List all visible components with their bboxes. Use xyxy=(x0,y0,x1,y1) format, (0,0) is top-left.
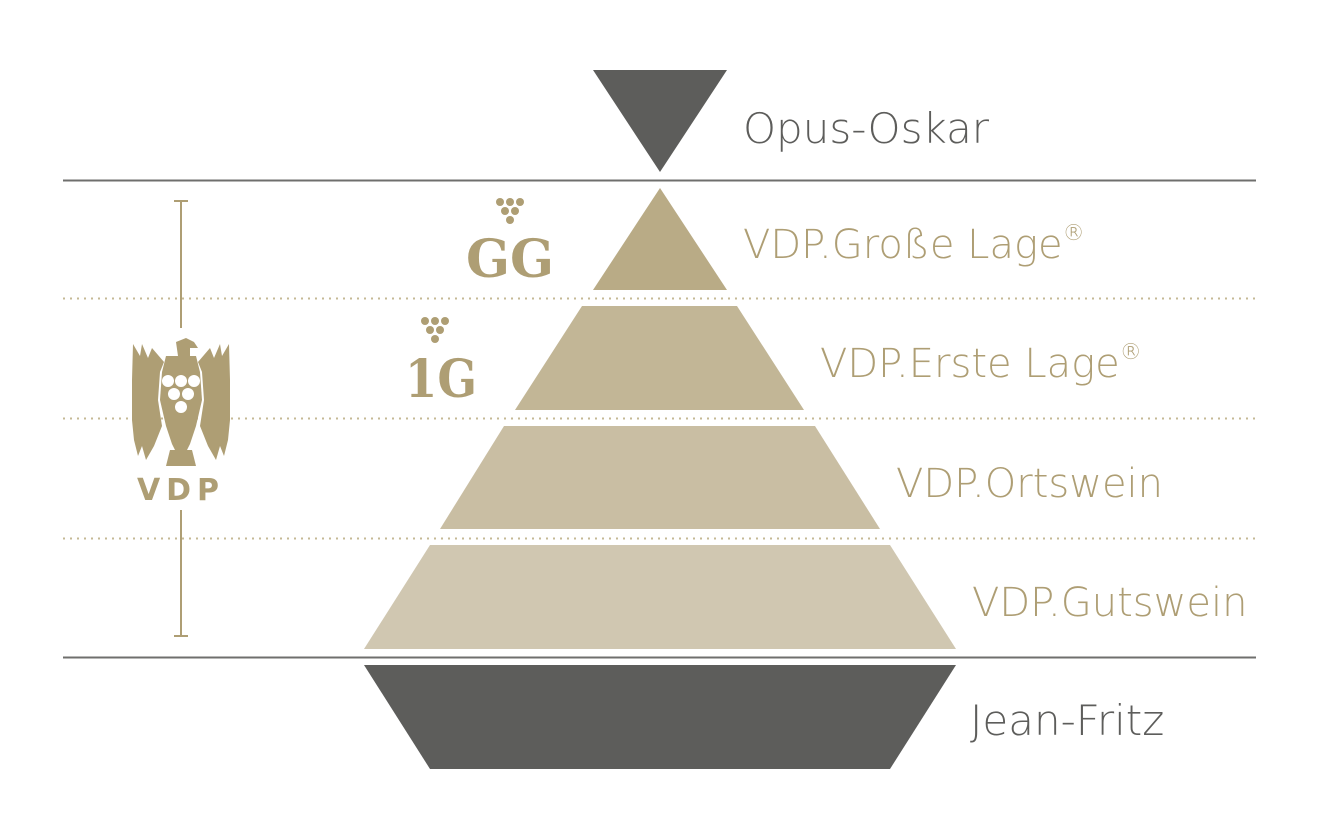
vdp-range-bracket xyxy=(174,200,188,637)
tier-grosse-lage xyxy=(593,188,727,290)
eagle-with-grapes-icon xyxy=(132,338,230,466)
tier-erste-lage xyxy=(515,306,804,410)
gg-badge-text: GG xyxy=(466,229,554,290)
tier-label-grosse-lage: VDP.Große Lage® xyxy=(743,221,1085,268)
top-inverted-triangle xyxy=(593,70,727,172)
tier-gutswein xyxy=(364,545,956,649)
vdp-emblem-text: VDP xyxy=(137,473,225,508)
tier-label-erste-lage: VDP.Erste Lage® xyxy=(820,340,1142,387)
bottom-trapezoid xyxy=(364,665,956,769)
grape-cluster-icon xyxy=(496,198,524,224)
gg-badge: GG xyxy=(466,198,554,290)
tier-label-ortswein: VDP.Ortswein xyxy=(896,461,1163,507)
1g-badge-text: 1G xyxy=(405,349,477,410)
tier-label-gutswein: VDP.Gutswein xyxy=(972,580,1247,626)
1g-badge: 1G xyxy=(405,317,477,410)
bottom-label: Jean-Fritz xyxy=(970,696,1164,745)
tier-ortswein xyxy=(440,426,880,529)
top-label: Opus-Oskar xyxy=(743,104,990,153)
grape-cluster-icon xyxy=(421,317,449,343)
